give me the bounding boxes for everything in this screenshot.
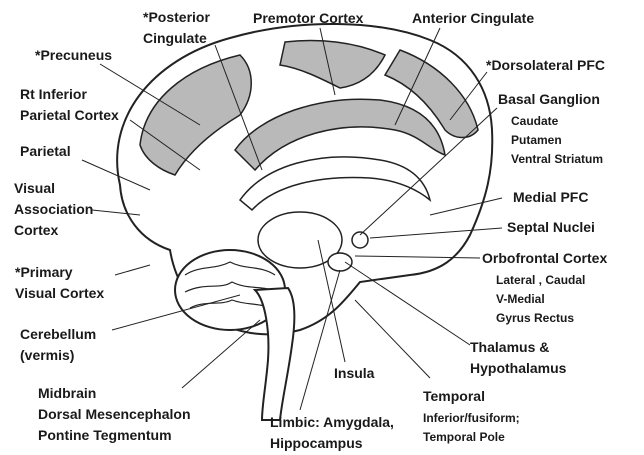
basal-ganglion-parts: Caudate Putamen Ventral Striatum bbox=[511, 112, 603, 169]
corpus-callosum bbox=[238, 156, 432, 212]
brainstem-shape bbox=[252, 286, 296, 421]
limbic-line-2: Hippocampus bbox=[270, 435, 363, 451]
ventral-striatum-label: Ventral Striatum bbox=[511, 152, 604, 166]
premotor-cortex-label: Premotor Cortex bbox=[253, 10, 364, 26]
precuneus-region bbox=[139, 54, 252, 176]
orbitofrontal-parts: Lateral , Caudal V-Medial Gyrus Rectus bbox=[496, 271, 585, 328]
visual-association-line-1: Visual bbox=[14, 180, 55, 196]
thalamus-line-2: Hypothalamus bbox=[470, 360, 567, 376]
lateral-caudal-label: Lateral , Caudal bbox=[496, 273, 586, 287]
thalamus-label: Thalamus & Hypothalamus bbox=[470, 337, 566, 379]
amygdala-shape bbox=[327, 252, 353, 272]
medial-pfc-label: Medial PFC bbox=[513, 189, 589, 205]
cingulate-region bbox=[234, 98, 446, 172]
rt-inferior-parietal-line-1: Rt Inferior bbox=[20, 86, 87, 102]
midbrain-line-2: Dorsal Mesencephalon bbox=[38, 406, 191, 422]
posterior-cingulate-line-1: *Posterior bbox=[143, 9, 210, 25]
primary-visual-line-1: *Primary bbox=[15, 264, 73, 280]
posterior-cingulate-label: *Posterior Cingulate bbox=[143, 7, 210, 49]
cerebellum-label: Cerebellum (vermis) bbox=[20, 324, 96, 366]
midbrain-label: Midbrain Dorsal Mesencephalon Pontine Te… bbox=[38, 383, 191, 446]
gyrus-rectus-label: Gyrus Rectus bbox=[496, 311, 575, 325]
leader-lines bbox=[81, 27, 503, 411]
dorsolateral-pfc-region bbox=[383, 49, 479, 139]
caudate-label: Caudate bbox=[511, 114, 559, 128]
orbitofrontal-label: Orbofrontal Cortex bbox=[482, 250, 608, 266]
putamen-label: Putamen bbox=[511, 133, 562, 147]
basal-ganglion-label: Basal Ganglion bbox=[498, 91, 600, 107]
cerebellum-line-2: (vermis) bbox=[20, 347, 75, 363]
rt-inferior-parietal-label: Rt Inferior Parietal Cortex bbox=[20, 84, 119, 126]
premotor-region bbox=[279, 39, 387, 89]
limbic-label: Limbic: Amygdala, Hippocampus bbox=[270, 412, 394, 454]
insula-label: Insula bbox=[334, 365, 375, 381]
temporal-label: Temporal bbox=[423, 388, 485, 404]
v-medial-label: V-Medial bbox=[496, 292, 545, 306]
rt-inferior-parietal-line-2: Parietal Cortex bbox=[20, 107, 119, 123]
visual-association-label: Visual Association Cortex bbox=[14, 178, 93, 241]
temporal-pole-label: Temporal Pole bbox=[423, 430, 505, 444]
midbrain-line-1: Midbrain bbox=[38, 385, 97, 401]
dorsolateral-pfc-label: *Dorsolateral PFC bbox=[486, 57, 606, 73]
anterior-cingulate-label: Anterior Cingulate bbox=[412, 10, 535, 26]
primary-visual-line-2: Visual Cortex bbox=[15, 285, 105, 301]
temporal-parts: Inferior/fusiform; Temporal Pole bbox=[423, 409, 520, 447]
primary-visual-label: *Primary Visual Cortex bbox=[15, 262, 104, 304]
septal-shape bbox=[351, 231, 369, 249]
parietal-label: Parietal bbox=[20, 143, 71, 159]
limbic-line-1: Limbic: Amygdala, bbox=[270, 414, 394, 430]
inferior-fusiform-label: Inferior/fusiform; bbox=[423, 411, 520, 425]
cerebellum-line-1: Cerebellum bbox=[20, 326, 97, 342]
visual-association-line-2: Association bbox=[14, 201, 94, 217]
visual-association-line-3: Cortex bbox=[14, 222, 59, 238]
septal-nuclei-label: Septal Nuclei bbox=[507, 219, 595, 235]
precuneus-label: *Precuneus bbox=[35, 47, 113, 63]
posterior-cingulate-line-2: Cingulate bbox=[143, 30, 207, 46]
thalamus-line-1: Thalamus & bbox=[470, 339, 550, 355]
midbrain-line-3: Pontine Tegmentum bbox=[38, 427, 172, 443]
